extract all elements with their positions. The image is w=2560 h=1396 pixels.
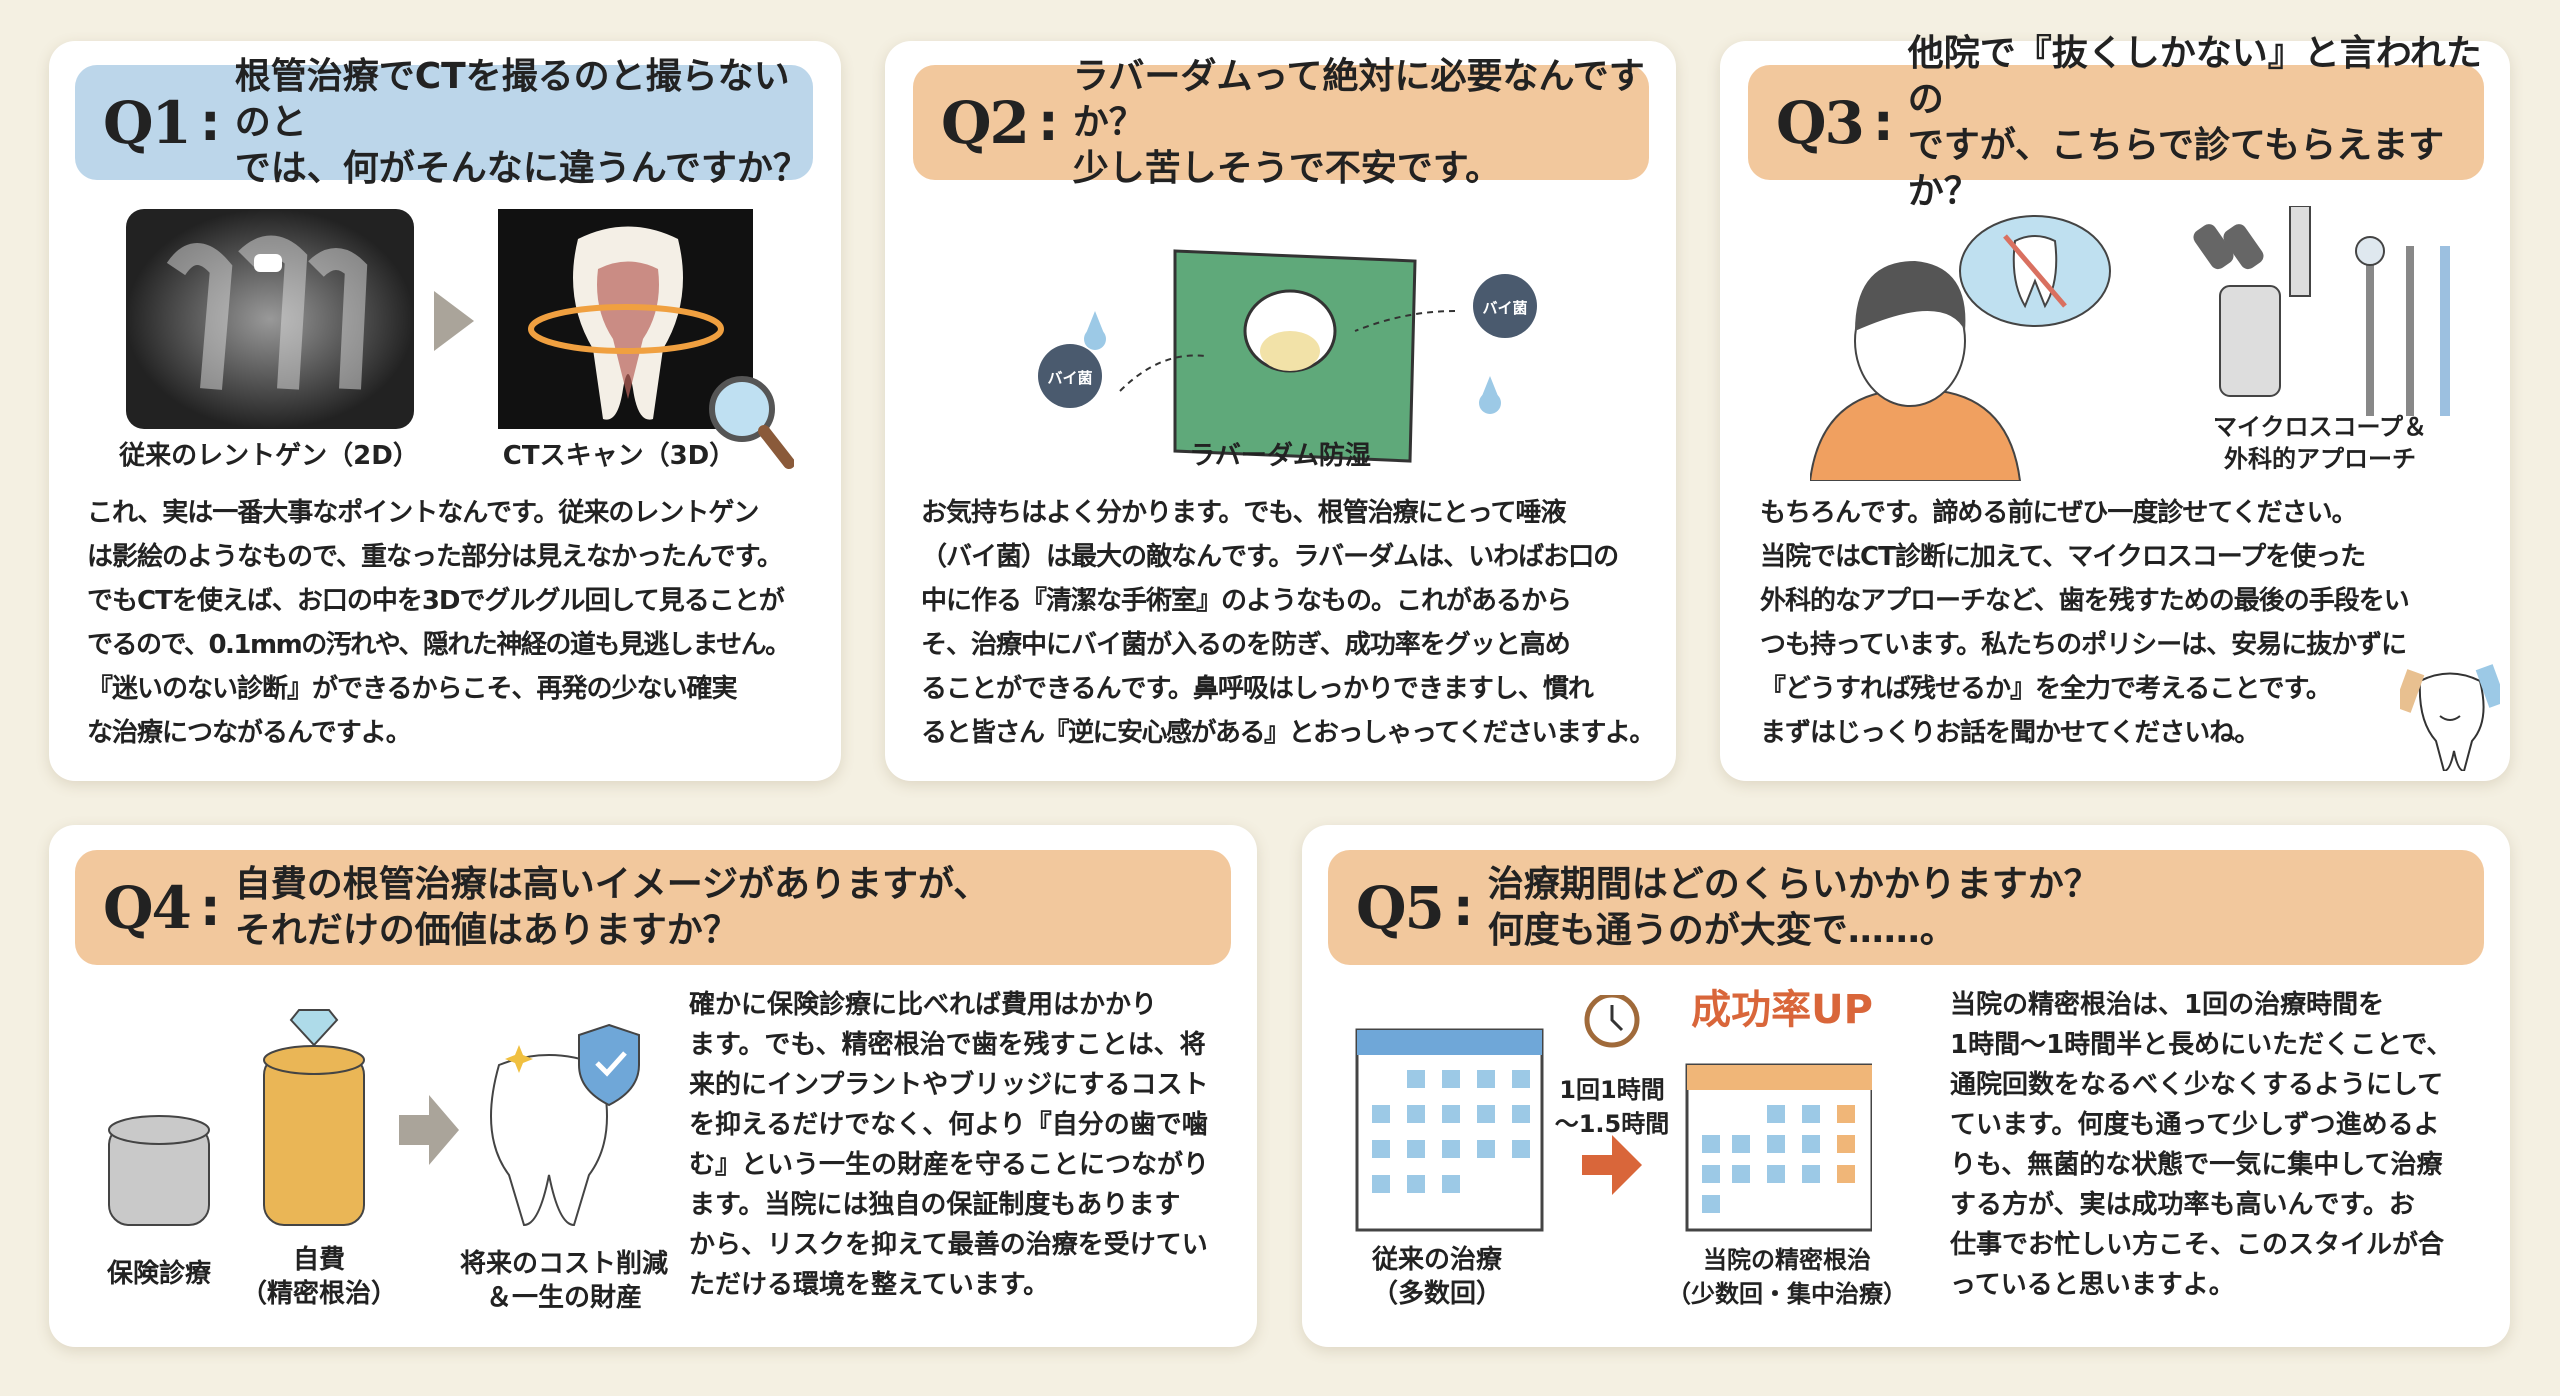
- colon: :: [1037, 92, 1059, 153]
- faq-card-q4: Q4 : 自費の根管治療は高いイメージがありますが、それだけの価値はありますか？…: [49, 825, 1257, 1347]
- worried-patient-illustration: [1810, 215, 2111, 481]
- xray-image: [126, 209, 414, 429]
- cost-comparison-illustration: [108, 1009, 640, 1227]
- calendar-comparison-illustration: [1355, 995, 1872, 1232]
- xray-label: 従来のレントゲン（2D）: [119, 441, 419, 471]
- question-header: Q3 : 他院で『抜くしかない』と言われたのですが、こちらで診てもらえますか？: [1748, 33, 2484, 212]
- faq-card-q1: Q1 : 根管治療でCTを撮るのと撮らないのとでは、何がそんなに違うんですか？ …: [49, 41, 841, 781]
- precision-treatment-label: 当院の精密根治（少数回・集中治療）: [1667, 1246, 1907, 1308]
- arrow-right-icon: [434, 291, 474, 351]
- microscope-label: マイクロスコープ＆外科的アプローチ: [2212, 413, 2428, 473]
- faq-card-q3: Q3 : 他院で『抜くしかない』と言われたのですが、こちらで診てもらえますか？ …: [1720, 33, 2510, 781]
- question-text: 他院で『抜くしかない』と言われたのですが、こちらで診てもらえますか？: [1907, 32, 2482, 212]
- question-number: Q1: [103, 88, 192, 157]
- answer-text: これ、実は一番大事なポイントなんです。従来のレントゲンは影絵のようなもので、重な…: [87, 498, 791, 748]
- rubber-dam-illustration: [1038, 249, 1537, 463]
- smiling-tooth-mascot-icon: [2400, 664, 2500, 771]
- question-header: Q1 : 根管治療でCTを撮るのと撮らないのとでは、何がそんなに違うんですか？: [75, 56, 813, 189]
- colon: :: [1452, 877, 1474, 938]
- question-number: Q3: [1776, 88, 1865, 157]
- success-rate-up-label: 成功率UP: [1691, 987, 1873, 1033]
- self-pay-label: 自費（精密根治）: [240, 1245, 397, 1309]
- rubber-dam-label: ラバーダム防湿: [1189, 441, 1371, 471]
- future-cost-label: 将来のコスト削減＆一生の財産: [459, 1249, 668, 1313]
- colon: :: [199, 92, 221, 153]
- question-number: Q4: [103, 873, 192, 942]
- question-header: Q2 : ラバーダムって絶対に必要なんですか？少し苦しそうで不安です。: [913, 56, 1649, 189]
- faq-card-q5: Q5 : 治療期間はどのくらいかかりますか？何度も通うのが大変で……。 成功率U…: [1302, 825, 2510, 1347]
- microscope-and-instruments-illustration: [2193, 206, 2450, 416]
- question-text: 治療期間はどのくらいかかりますか？何度も通うのが大変で……。: [1487, 863, 2100, 951]
- question-header: Q4 : 自費の根管治療は高いイメージがありますが、それだけの価値はありますか？: [75, 850, 1231, 965]
- colon: :: [1872, 92, 1894, 153]
- question-header: Q5 : 治療期間はどのくらいかかりますか？何度も通うのが大変で……。: [1328, 850, 2484, 965]
- question-number: Q2: [941, 88, 1030, 157]
- ct-tooth-image: [498, 209, 753, 429]
- answer-text: もちろんです。諦める前にぜひ一度診せてください。当院ではCT診断に加えて、マイク…: [1760, 498, 2410, 748]
- magnifier-icon: [709, 376, 794, 469]
- insurance-label: 保険診療: [106, 1259, 211, 1289]
- ct-label: CTスキャン（3D）: [502, 441, 736, 471]
- question-text: 自費の根管治療は高いイメージがありますが、それだけの価値はありますか？: [234, 863, 990, 951]
- answer-text: お気持ちはよく分かります。でも、根管治療にとって唾液（バイ菌）は最大の敵なんです…: [921, 498, 1655, 748]
- question-number: Q5: [1356, 873, 1445, 942]
- germ-label: バイ菌: [1047, 369, 1093, 387]
- germ-label: バイ菌: [1482, 299, 1528, 317]
- question-text: ラバーダムって絶対に必要なんですか？少し苦しそうで不安です。: [1072, 55, 1645, 189]
- session-time-label: 1回1時間〜1.5時間: [1554, 1076, 1670, 1138]
- answer-text: 確かに保険診療に比べれば費用はかかります。でも、精密根治で歯を残すことは、将来的…: [689, 990, 1210, 1300]
- colon: :: [199, 877, 221, 938]
- question-text: 根管治療でCTを撮るのと撮らないのとでは、何がそんなに違うんですか？: [234, 55, 809, 189]
- conventional-treatment-label: 従来の治療（多数回）: [1371, 1245, 1502, 1309]
- faq-card-q2: Q2 : ラバーダムって絶対に必要なんですか？少し苦しそうで不安です。 バイ菌 …: [885, 41, 1676, 781]
